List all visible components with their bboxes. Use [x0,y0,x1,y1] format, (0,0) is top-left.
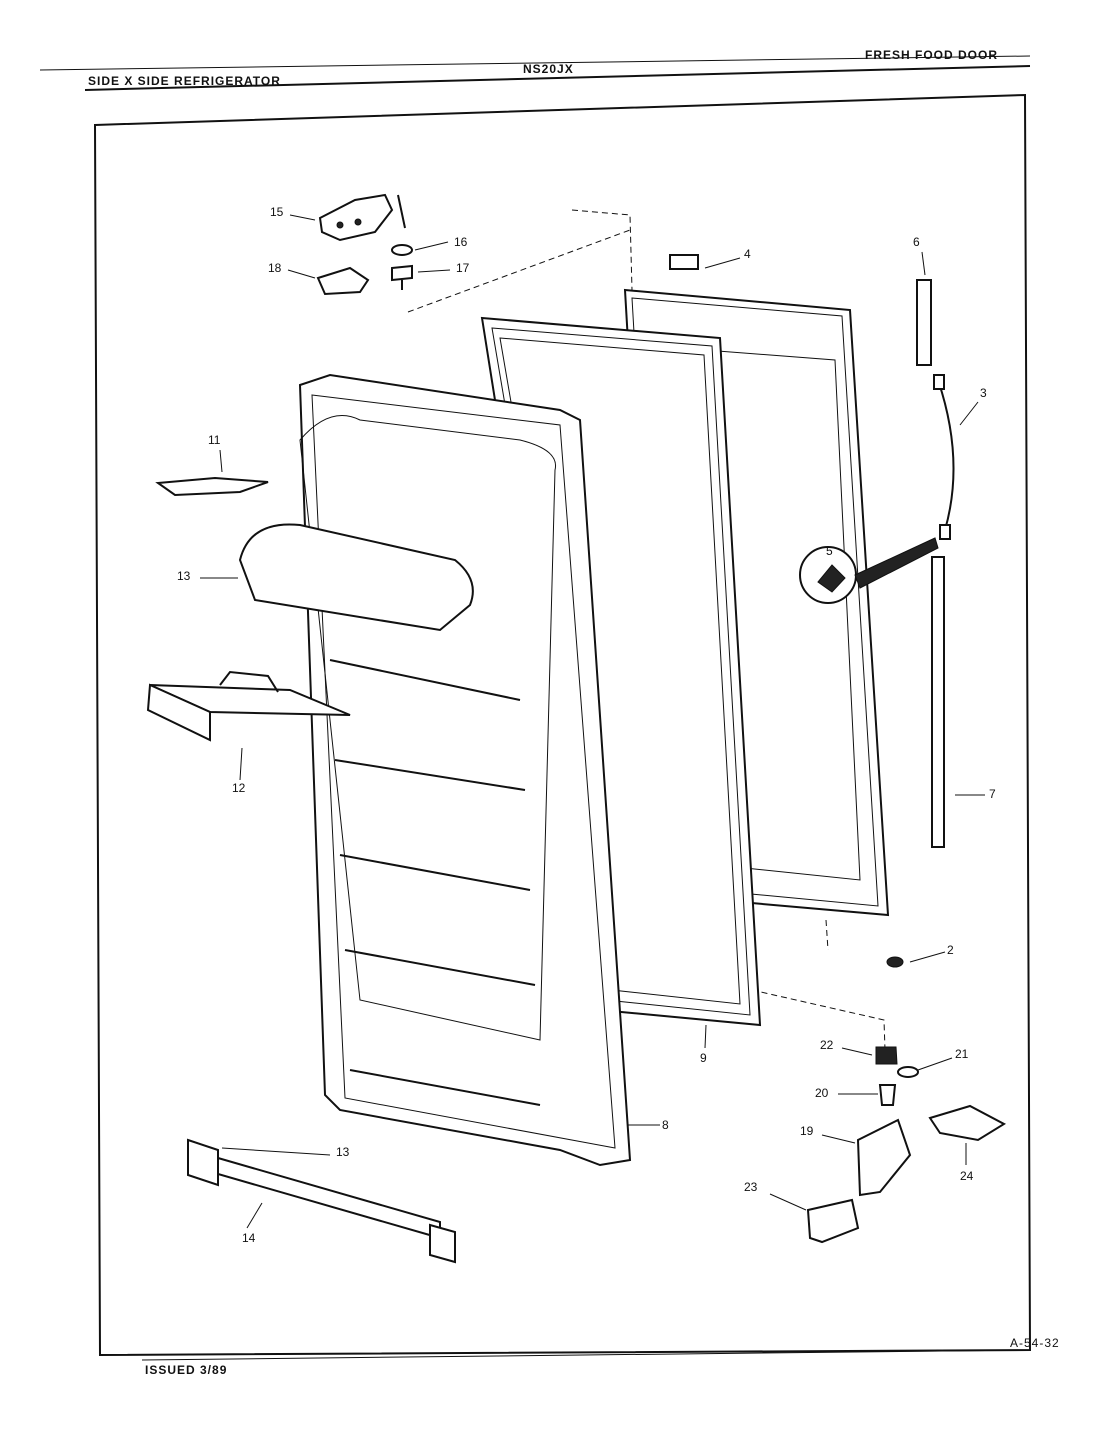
callout-18: 18 [268,261,282,275]
header-rule-top [39,55,1031,71]
header-left-title: SIDE X SIDE REFRIGERATOR [88,74,281,88]
top-hinge-part [318,193,394,242]
leader-line-9 [704,1024,707,1049]
hinge-part-24 [928,1104,1007,1142]
header-model: NS20JX [523,62,574,76]
callout-13: 13 [177,569,191,583]
callout-21: 21 [955,1047,969,1061]
tray-part-11 [155,476,269,497]
egg-tray-part [146,670,351,742]
door-liner [298,373,632,1167]
liner-shelf-4 [344,949,536,986]
callout-15: 15 [270,205,284,219]
liner-shelf-1 [329,659,521,701]
dashed-line-hinge-top [571,209,633,291]
header-section: FRESH FOOD DOOR [865,48,999,62]
leader-line-17 [417,269,451,273]
washer-part-21 [897,1066,919,1078]
callout-13: 13 [336,1145,350,1159]
callout-17: 17 [456,261,470,275]
leader-line-13 [221,1147,331,1156]
footer-drawing-number: A-54-32 [1010,1336,1060,1350]
leader-line-12 [239,747,243,781]
label-plate-part [669,254,699,270]
callout-6: 6 [913,235,920,249]
leader-line-22 [841,1047,873,1056]
callout-14: 14 [242,1231,256,1245]
callout-23: 23 [744,1180,758,1194]
callout-8: 8 [662,1118,669,1132]
callout-3: 3 [980,386,987,400]
footer-issued: ISSUED 3/89 [145,1363,228,1377]
callout-19: 19 [800,1124,814,1138]
liner-shelf-5 [349,1069,541,1106]
leader-line-15 [289,214,316,221]
callout-20: 20 [815,1086,829,1100]
liner-shelf-2 [334,759,526,791]
door-bar-part [187,1138,456,1264]
leader-line-14 [246,1202,263,1229]
dashed-line-outer [825,919,829,951]
callout-9: 9 [700,1051,707,1065]
top-bushing-part [391,264,413,282]
leader-line-2 [909,951,946,963]
callout-12: 12 [232,781,246,795]
callout-4: 4 [744,247,751,261]
leader-line-21 [917,1057,953,1071]
leader-line-19 [821,1134,856,1144]
heater-strip-part [916,279,932,366]
callout-7: 7 [989,787,996,801]
pin-part-20 [878,1084,897,1106]
liner-shelf-3 [339,854,531,891]
hinge-shim-part [316,266,370,296]
callout-labels: 15 16 17 18 4 6 3 5 11 13 12 7 2 9 8 22 21 20 19 24 23 13 14 [177,205,996,1245]
cover-part-23 [806,1198,860,1244]
leader-line-16 [414,241,449,251]
dairy-door-part [238,523,474,632]
leader-line-6 [921,251,926,276]
callout-5: 5 [826,544,833,558]
wire-harness-part [937,379,955,531]
leader-line-23 [769,1193,807,1211]
callout-2: 2 [947,943,954,957]
top-washer-part [391,244,413,256]
end-cap-left [187,1138,219,1187]
top-hinge-group [316,193,413,296]
leader-line-3 [959,401,979,426]
leader-line-18 [287,269,316,279]
plug-part-2 [886,956,904,968]
leader-line-4 [704,257,741,269]
callout-22: 22 [820,1038,834,1052]
trim-strip-part [931,556,945,848]
bushing-part-22 [875,1046,898,1065]
leader-line-11 [219,449,223,473]
callout-24: 24 [960,1169,974,1183]
callout-11: 11 [208,433,221,447]
bracket-part-19 [856,1118,912,1197]
footer-rule [141,1349,1031,1361]
header-rule-bottom [84,65,1031,91]
end-cap-right [429,1223,456,1264]
callout-16: 16 [454,235,468,249]
